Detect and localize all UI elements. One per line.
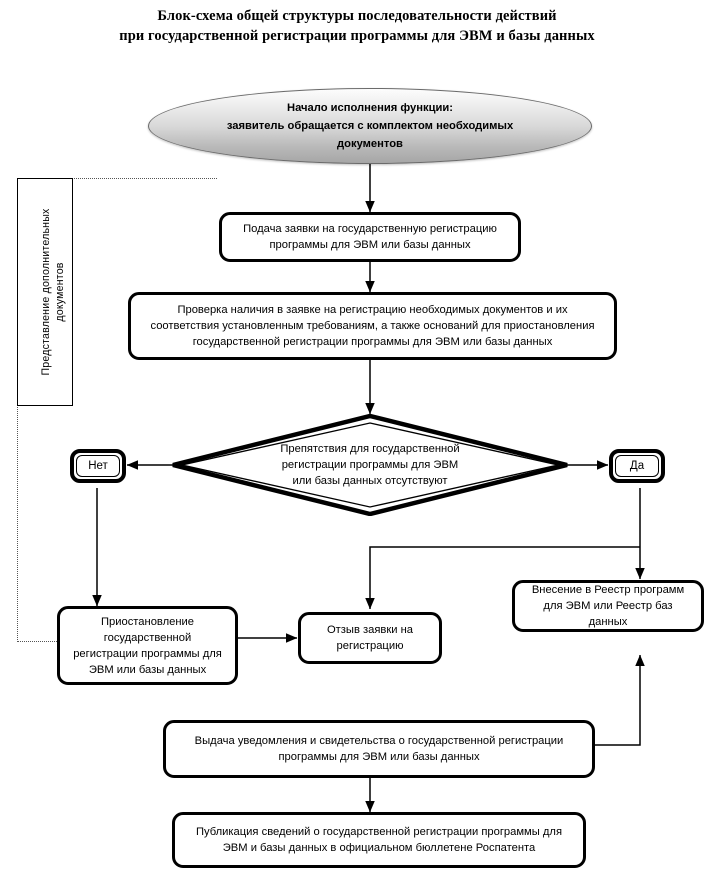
withdraw-line-1: Отзыв заявки на [326, 624, 414, 636]
suspend-line-3: регистрации программы для [73, 647, 222, 660]
additional-documents-label: Представление дополнительных документов [39, 182, 67, 402]
publication-line-1: Публикация сведений о государственной ре… [195, 826, 563, 838]
start-line-3: документов [337, 138, 403, 150]
submit-line-2: программы для ЭВМ или базы данных [269, 239, 471, 251]
start-node-text: Начало исполнения функции: заявитель обр… [227, 99, 513, 153]
start-line-1: Начало исполнения функции: [287, 102, 453, 114]
start-line-2: заявитель обращается с комплектом необхо… [226, 120, 514, 132]
withdraw-application-node: Отзыв заявки на регистрацию [298, 612, 442, 664]
page-title-line-1: Блок-схема общей структуры последователь… [157, 8, 557, 24]
registry-line-2: для ЭВМ или Реестр баз данных [543, 600, 673, 628]
decision-line-3: или базы данных отсутствуют [292, 475, 448, 487]
verification-text: Проверка наличия в заявке на регистрацию… [139, 302, 606, 350]
page-title-line-2: при государственной регистрации программ… [119, 28, 595, 44]
branch-no-node: Нет [70, 449, 126, 483]
decision-line-1: Препятствия для государственной [280, 443, 460, 455]
decision-text: Препятствия для государственной регистра… [170, 414, 570, 516]
check-line-2: соответствия установленным требованиям, … [150, 320, 595, 332]
suspend-line-4: ЭВМ или базы данных [88, 663, 207, 676]
registry-line-1: Внесение в Реестр программ [531, 584, 685, 596]
publication-text: Публикация сведений о государственной ре… [183, 824, 575, 856]
branch-yes-label: Да [615, 455, 659, 477]
issue-certificate-node: Выдача уведомления и свидетельства о гос… [163, 720, 595, 778]
submit-line-1: Подача заявки на государственную регистр… [243, 223, 497, 235]
branch-yes-node: Да [609, 449, 665, 483]
lane-label-line-1: Представление дополнительных [40, 208, 52, 376]
suspend-line-2: государственной [103, 631, 192, 644]
registry-entry-text: Внесение в Реестр программ для ЭВМ или Р… [523, 582, 693, 630]
additional-documents-label-box [17, 178, 73, 406]
check-line-1: Проверка наличия в заявке на регистрацию… [177, 304, 568, 316]
verification-node: Проверка наличия в заявке на регистрацию… [128, 292, 617, 360]
page-title: Блок-схема общей структуры последователь… [0, 6, 714, 46]
edge-certificate-to-registry [595, 654, 645, 746]
submit-application-node: Подача заявки на государственную регистр… [219, 212, 521, 262]
suspend-registration-text: Приостановление государственной регистра… [68, 614, 227, 678]
withdraw-application-text: Отзыв заявки на регистрацию [309, 622, 431, 654]
certificate-line-2: программы для ЭВМ или базы данных [278, 751, 480, 763]
decision-diamond-shape [172, 414, 568, 516]
publication-line-2: ЭВМ и базы данных в официальном бюллетен… [222, 842, 536, 854]
check-line-3: государственной регистрации программы дл… [192, 336, 553, 348]
certificate-line-1: Выдача уведомления и свидетельства о гос… [194, 735, 564, 747]
submit-application-text: Подача заявки на государственную регистр… [230, 221, 510, 253]
suspend-registration-node: Приостановление государственной регистра… [57, 606, 238, 685]
decision-line-2: регистрации программы для ЭВМ [281, 459, 459, 471]
start-node: Начало исполнения функции: заявитель обр… [148, 88, 592, 164]
lane-label-line-2: документов [54, 262, 66, 322]
decision-node: Препятствия для государственной регистра… [170, 414, 570, 516]
withdraw-line-2: регистрацию [336, 640, 404, 652]
issue-certificate-text: Выдача уведомления и свидетельства о гос… [174, 733, 584, 765]
publication-node: Публикация сведений о государственной ре… [172, 812, 586, 868]
suspend-line-1: Приостановление [100, 615, 195, 628]
branch-no-label: Нет [76, 455, 120, 477]
registry-entry-node: Внесение в Реестр программ для ЭВМ или Р… [512, 580, 704, 632]
